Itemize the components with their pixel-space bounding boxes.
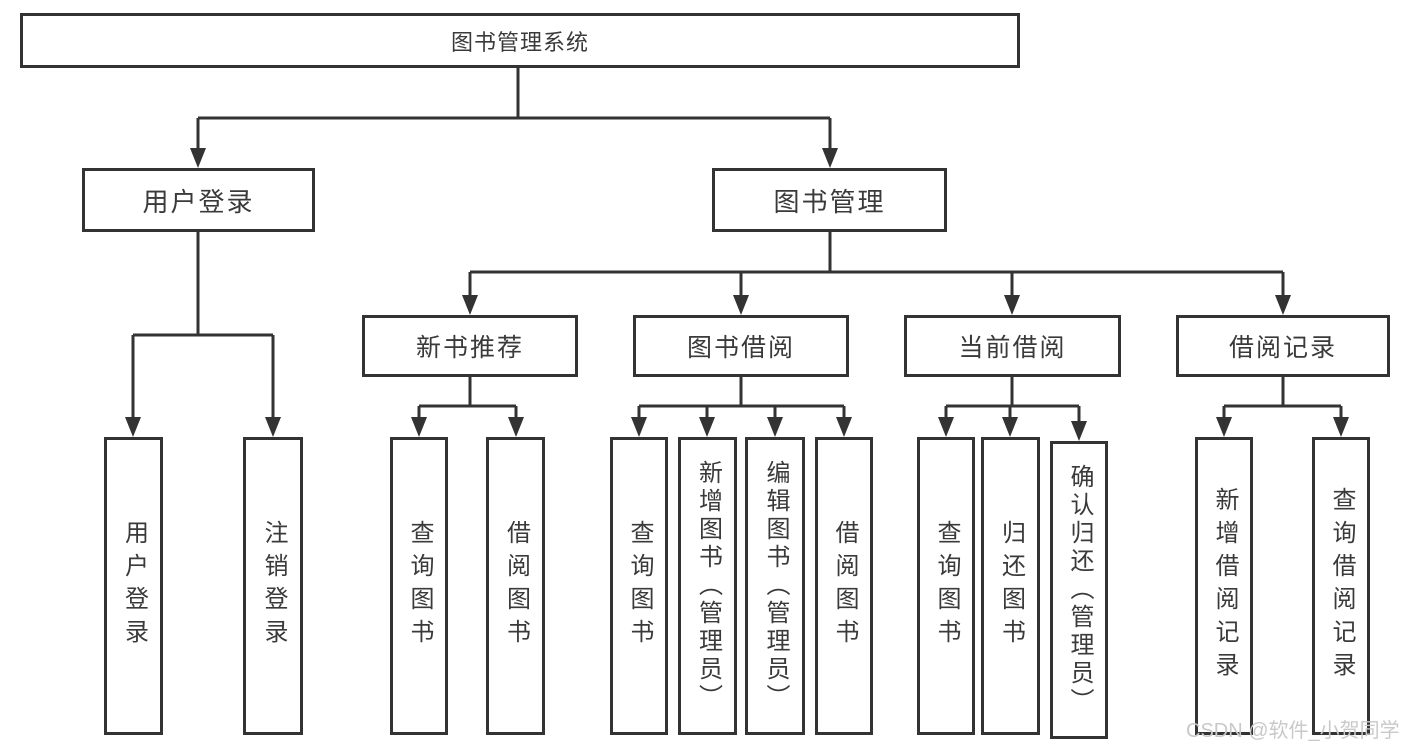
node-label: 用户登录 bbox=[120, 520, 148, 652]
leaf-query-books-1: 查询图书 bbox=[390, 437, 448, 735]
leaf-add-books-admin: 新增图书（管理员） bbox=[678, 437, 737, 735]
node-label: 查询图书 bbox=[933, 520, 960, 652]
leaf-borrow-books-2: 借阅图书 bbox=[815, 437, 873, 735]
node-label: 新增借阅记录 bbox=[1211, 487, 1238, 685]
connector-book-borrow bbox=[637, 377, 846, 419]
arrowheads-root-to-level2 bbox=[190, 148, 838, 168]
node-label: 图书管理系统 bbox=[450, 29, 589, 55]
node-label: 借阅记录 bbox=[1228, 334, 1337, 362]
node-label: 查询图书 bbox=[406, 520, 433, 652]
node-label: 查询借阅记录 bbox=[1328, 487, 1355, 685]
node-label: 借阅图书 bbox=[831, 520, 858, 652]
node-new-books: 新书推荐 bbox=[362, 315, 578, 377]
csdn-watermark: CSDN @软件_小贺同学 bbox=[1186, 720, 1400, 742]
node-library-system: 图书管理系统 bbox=[20, 13, 1020, 68]
node-book-borrow: 图书借阅 bbox=[633, 315, 849, 377]
connector-book-manage bbox=[468, 232, 1285, 297]
leaf-add-borrow-record: 新增借阅记录 bbox=[1195, 437, 1253, 735]
leaf-query-books-2: 查询图书 bbox=[610, 437, 668, 735]
leaf-logout: 注销登录 bbox=[243, 437, 303, 735]
node-borrow-records: 借阅记录 bbox=[1176, 315, 1390, 377]
node-label: 注销登录 bbox=[260, 520, 287, 652]
arrowheads-user-login bbox=[125, 417, 281, 437]
node-label: 查询图书 bbox=[626, 520, 653, 652]
leaf-borrow-books-1: 借阅图书 bbox=[486, 437, 545, 735]
arrowheads-book-manage bbox=[462, 295, 1291, 315]
node-label: 编辑图书（管理员） bbox=[762, 460, 789, 712]
arrowheads-book-borrow bbox=[631, 417, 852, 437]
connector-new-books bbox=[417, 377, 518, 419]
leaf-user-login: 用户登录 bbox=[104, 437, 163, 735]
connector-user-login bbox=[131, 232, 275, 419]
node-book-manage-branch: 图书管理 bbox=[712, 168, 947, 232]
arrowheads-borrow-records bbox=[1216, 417, 1349, 437]
leaf-query-books-3: 查询图书 bbox=[917, 437, 975, 735]
leaf-query-borrow-record: 查询借阅记录 bbox=[1312, 437, 1370, 735]
node-label: 图书借阅 bbox=[686, 334, 795, 362]
node-label: 当前借阅 bbox=[958, 334, 1067, 362]
node-user-login-branch: 用户登录 bbox=[82, 168, 315, 232]
node-label: 新书推荐 bbox=[415, 334, 524, 362]
arrowheads-current-borrow bbox=[938, 417, 1087, 441]
arrowheads-new-books bbox=[411, 417, 524, 437]
connector-root-to-level2 bbox=[196, 66, 832, 150]
node-label: 图书管理 bbox=[773, 186, 886, 217]
node-label: 用户登录 bbox=[142, 186, 255, 217]
connector-borrow-records bbox=[1222, 377, 1343, 419]
leaf-confirm-return-admin: 确认归还（管理员） bbox=[1050, 441, 1108, 739]
leaf-return-books: 归还图书 bbox=[981, 437, 1040, 735]
leaf-edit-books-admin: 编辑图书（管理员） bbox=[745, 437, 805, 735]
node-label: 借阅图书 bbox=[502, 520, 530, 652]
node-current-borrow: 当前借阅 bbox=[904, 315, 1121, 377]
node-label: 确认归还（管理员） bbox=[1066, 464, 1093, 716]
connector-current-borrow bbox=[944, 377, 1081, 423]
node-label: 归还图书 bbox=[997, 520, 1025, 652]
node-label: 新增图书（管理员） bbox=[694, 460, 722, 712]
